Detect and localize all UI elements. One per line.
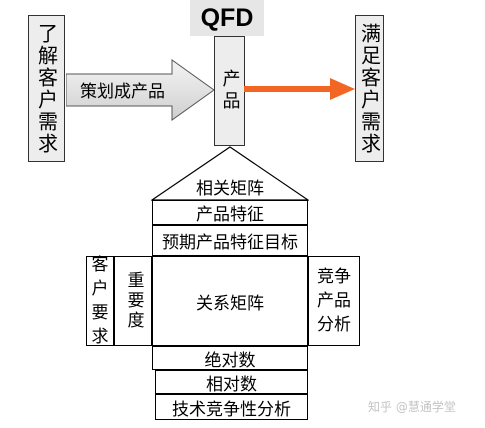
customer-requirements-box: 客户要求 (86, 255, 114, 347)
left-customer-needs-box: 了解客户需求 (28, 15, 65, 162)
importance-box: 重要度 (114, 256, 152, 346)
left-box-label: 了解客户需求 (34, 22, 59, 155)
product-box: 产品 (214, 36, 245, 146)
customer-requirements-label: 客户要求 (91, 255, 109, 347)
watermark: 知乎 @慧通学堂 (368, 400, 456, 414)
target-features-row: 预期产品特征目标 (152, 225, 308, 256)
planning-arrow-label: 策划成产品 (80, 82, 165, 102)
product-box-label: 产品 (219, 69, 241, 113)
roof-label: 相关矩阵 (196, 179, 264, 199)
right-satisfy-customer-box: 满足客户需求 (355, 15, 384, 162)
title-box: QFD (190, 0, 264, 36)
product-features-row: 产品特征 (152, 200, 308, 225)
importance-label: 重要度 (123, 271, 144, 331)
title-text: QFD (200, 3, 254, 32)
planning-arrow (66, 59, 215, 121)
right-box-label: 满足客户需求 (357, 22, 382, 155)
competitive-analysis-box: 竞争产品分析 (308, 256, 360, 346)
technical-competitive-row: 技术竞争性分析 (155, 394, 308, 420)
orange-arrow (244, 78, 355, 100)
competitive-analysis-label: 竞争产品分析 (317, 267, 351, 335)
relative-value-row: 相对数 (155, 370, 308, 395)
relationship-matrix-box: 关系矩阵 (152, 256, 308, 346)
absolute-value-row: 绝对数 (152, 346, 308, 371)
relationship-matrix-label: 关系矩阵 (196, 293, 264, 314)
